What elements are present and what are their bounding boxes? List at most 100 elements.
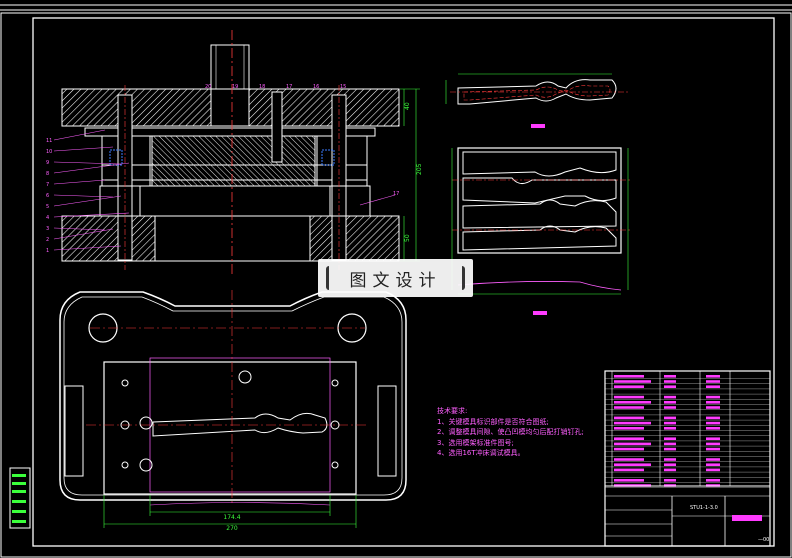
bom-cell-qty bbox=[664, 375, 676, 378]
part-leader-line bbox=[53, 228, 114, 240]
part-label-2: 2 bbox=[46, 237, 49, 243]
bom-cell-material bbox=[706, 468, 720, 472]
tech-item-2: 2、调整模具间隙、使凸凹模均匀后配打销钉孔; bbox=[437, 428, 584, 436]
top-part-label-18: 18 bbox=[259, 84, 265, 90]
part-label-9: 9 bbox=[46, 160, 49, 166]
top-part-label-15: 15 bbox=[340, 84, 346, 90]
dim-width-outer: 270 bbox=[226, 525, 238, 532]
strip-scale-marker bbox=[533, 311, 547, 315]
bom-cell-qty bbox=[664, 458, 676, 461]
bom-cell-material bbox=[706, 463, 720, 466]
bom-cell-name bbox=[614, 421, 651, 425]
sheet-number: —00 bbox=[758, 537, 769, 543]
dim-height-total: 205 bbox=[416, 163, 423, 175]
bom-cell-qty bbox=[664, 437, 676, 440]
watermark-bracket-left-icon bbox=[326, 266, 336, 290]
bom-cell-qty bbox=[664, 416, 676, 420]
bom-cell-name bbox=[614, 401, 651, 404]
part-label-6: 6 bbox=[46, 193, 49, 199]
part-label-3: 3 bbox=[46, 226, 49, 232]
part-leader-line bbox=[53, 194, 114, 198]
bom-cell-material bbox=[706, 395, 720, 399]
bom-cell-material bbox=[706, 447, 720, 451]
section-dimensions: 205 40 50 17 bbox=[359, 88, 423, 262]
top-part-label-17: 17 bbox=[286, 84, 292, 90]
left-stamp bbox=[9, 467, 31, 529]
bom-cell-qty bbox=[664, 385, 676, 388]
part-leader-line bbox=[53, 179, 106, 185]
bom-cell-qty bbox=[664, 380, 676, 383]
right-part-label: 17 bbox=[393, 191, 399, 197]
bom-cell-name bbox=[614, 380, 651, 383]
part-label-4: 4 bbox=[46, 215, 49, 221]
part-leader-line bbox=[53, 227, 106, 231]
bom-cell-qty bbox=[664, 447, 676, 451]
bom-cell-material bbox=[706, 375, 720, 378]
bom-cell-qty bbox=[664, 463, 676, 466]
bom-cell-material bbox=[706, 416, 720, 420]
watermark-bracket-right-icon bbox=[455, 266, 465, 290]
bom-cell-name bbox=[614, 479, 644, 482]
part-label-8: 8 bbox=[46, 171, 49, 177]
part-profile bbox=[445, 73, 630, 128]
bom-cell-qty bbox=[664, 427, 676, 430]
top-part-label-16: 16 bbox=[313, 84, 319, 90]
top-part-label-19: 19 bbox=[232, 84, 238, 90]
plan-view: 174.4 270 bbox=[59, 290, 407, 532]
tech-item-4: 4、选用16T冲床调试模具。 bbox=[437, 449, 525, 457]
dim-height-bottom: 50 bbox=[404, 234, 411, 242]
bom-cell-qty bbox=[664, 442, 676, 446]
part-label-7: 7 bbox=[46, 182, 49, 188]
bom-cell-material bbox=[706, 442, 720, 446]
bom-cell-material bbox=[706, 427, 720, 430]
bom-cell-material bbox=[706, 380, 720, 383]
bom-cell-name bbox=[614, 427, 644, 430]
technical-requirements: 技术要求: 1、关键模具标识部件是否符合图纸; 2、调整模具间隙、使凸凹模均匀后… bbox=[437, 406, 584, 459]
bom-cell-material bbox=[706, 406, 720, 409]
bom-cell-name bbox=[614, 406, 644, 409]
strip-layout bbox=[451, 147, 630, 315]
bom-cell-material bbox=[706, 479, 720, 482]
top-part-label-20: 20 bbox=[205, 84, 211, 90]
bom-cell-name bbox=[614, 447, 644, 451]
bom-cell-qty bbox=[664, 395, 676, 399]
part-leader-line bbox=[53, 195, 122, 207]
sheet-outer-border bbox=[0, 12, 792, 558]
bom-cell-material bbox=[706, 458, 720, 461]
section-view bbox=[61, 30, 400, 275]
bom-cell-name bbox=[614, 442, 651, 446]
drawing-number: STU1-1-3.0 bbox=[690, 505, 718, 511]
watermark-text: 图文设计 bbox=[349, 270, 442, 291]
watermark-banner: 图文设计 bbox=[318, 259, 473, 297]
part-leader-line bbox=[53, 212, 130, 218]
part-label-11: 11 bbox=[46, 138, 52, 144]
tech-title: 技术要求: bbox=[437, 407, 468, 415]
profile-scale-marker bbox=[531, 124, 545, 128]
bom-cell-qty bbox=[664, 406, 676, 409]
dim-width-inner: 174.4 bbox=[223, 514, 240, 521]
part-leader-line bbox=[53, 162, 130, 174]
bom-cell-name bbox=[614, 416, 644, 420]
bom-cell-material bbox=[706, 437, 720, 440]
bom-cell-qty bbox=[664, 479, 676, 482]
part-leader-line bbox=[53, 146, 114, 152]
tech-item-3: 3、选用模架标准件图号; bbox=[437, 438, 514, 447]
dim-height-top: 40 bbox=[404, 102, 411, 110]
part-label-5: 5 bbox=[46, 204, 49, 210]
sheet-inner-border bbox=[32, 17, 775, 547]
part-leader-line bbox=[53, 161, 122, 165]
bom-cell-name bbox=[614, 385, 644, 388]
bom-cell-name bbox=[614, 463, 651, 466]
part-label-1: 1 bbox=[46, 248, 49, 254]
bom-table: STU1-1-3.0 —00 bbox=[604, 370, 771, 547]
bom-cell-name bbox=[614, 395, 644, 399]
bom-cell-name bbox=[614, 468, 644, 472]
bom-cell-name bbox=[614, 375, 644, 378]
part-leader-line bbox=[53, 245, 122, 251]
bom-cell-material bbox=[706, 385, 720, 388]
bom-cell-qty bbox=[664, 421, 676, 425]
bom-cell-name bbox=[614, 458, 644, 461]
bom-cell-qty bbox=[664, 468, 676, 472]
